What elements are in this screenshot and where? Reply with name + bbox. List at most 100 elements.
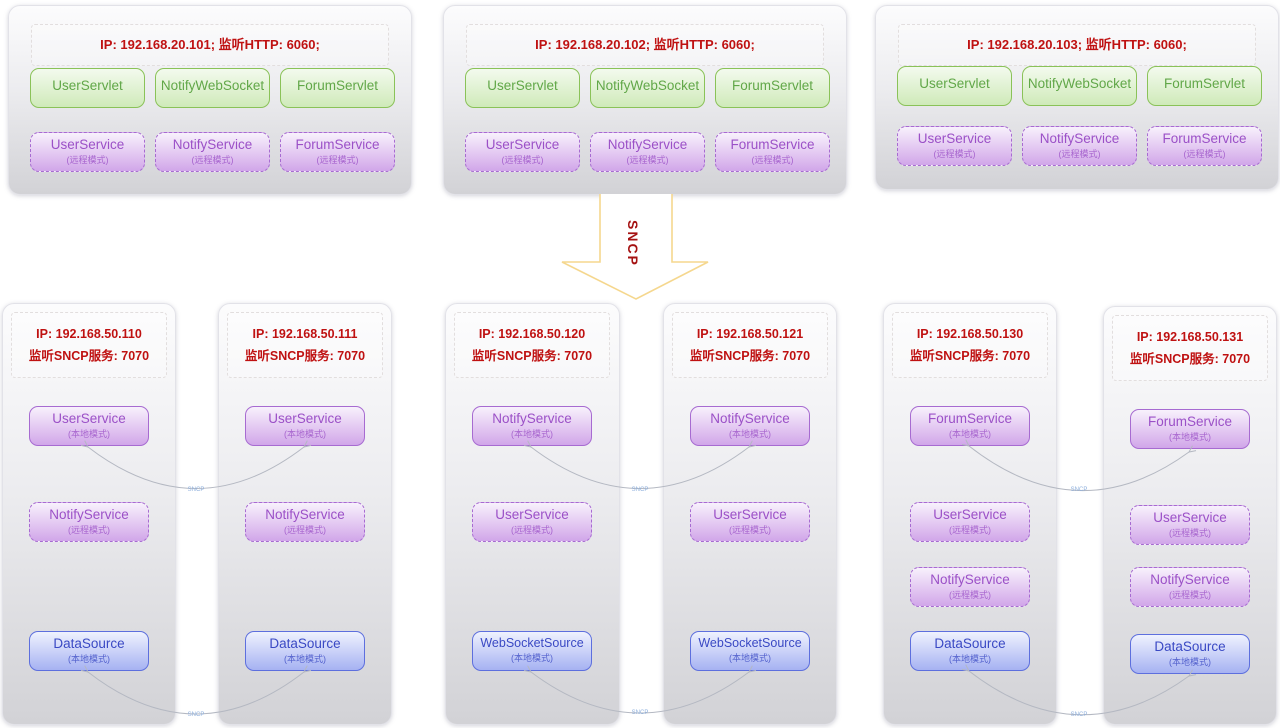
service-mode: (远程模式): [729, 525, 771, 535]
service-mode: (本地模式): [729, 653, 771, 663]
servlet-label: UserServlet: [919, 76, 990, 91]
service-node-local: ForumService(本地模式): [910, 406, 1030, 446]
service-node-remote: NotifyService(远程模式): [155, 132, 270, 172]
service-name: UserService: [933, 507, 1007, 522]
server-ip: IP: 192.168.20.103; 监听HTTP: 6060;: [898, 24, 1256, 66]
server-ip-line1: IP: 192.168.50.111: [252, 326, 358, 341]
http-server-card-101: IP: 192.168.20.101; 监听HTTP: 6060; UserSe…: [8, 5, 412, 195]
service-mode: (本地模式): [68, 429, 110, 439]
service-mode: (远程模式): [1183, 149, 1226, 159]
service-node-remote: NotifyService (远程模式): [590, 132, 705, 172]
servlet-node: ForumServlet: [715, 68, 830, 108]
datasource-node: DataSource(本地模式): [245, 631, 365, 671]
server-ip-line1: IP: 192.168.50.130: [916, 326, 1024, 341]
service-mode: (远程模式): [316, 155, 359, 165]
service-link-label: SNCP: [632, 487, 649, 493]
servlet-label: UserServlet: [487, 78, 558, 93]
http-server-card-103: IP: 192.168.20.103; 监听HTTP: 6060; UserSe…: [875, 5, 1279, 190]
server-ip-line1: IP: 192.168.50.110: [36, 326, 142, 341]
service-link-label: SNCP: [1071, 712, 1088, 718]
service-name: UserService: [268, 411, 342, 426]
service-mode: (本地模式): [284, 429, 326, 439]
service-link-label: SNCP: [632, 710, 649, 716]
service-name: ForumService: [927, 411, 1013, 426]
service-node-remote: UserService (远程模式): [1130, 505, 1250, 545]
servlet-label: UserServlet: [52, 78, 123, 93]
server-ip: IP: 192.168.20.101; 监听HTTP: 6060;: [31, 24, 389, 66]
service-name: DataSource: [1154, 639, 1226, 654]
service-mode: (本地模式): [1169, 657, 1211, 667]
service-name: ForumService: [295, 137, 380, 152]
service-link-label: SNCP: [1071, 487, 1088, 493]
service-node-remote: NotifyService (远程模式): [245, 502, 365, 542]
service-node-remote: UserService(远程模式): [472, 502, 592, 542]
service-node-local: NotifyService (本地模式): [690, 406, 810, 446]
service-name: NotifyService: [265, 507, 345, 522]
service-node-remote: UserService(远程模式): [465, 132, 580, 172]
servlet-label: NotifyWebSocket: [595, 78, 700, 93]
servlet-label: NotifyWebSocket: [160, 78, 265, 93]
service-node-remote: NotifyService(远程模式): [910, 567, 1030, 607]
service-name: NotifyService: [172, 137, 253, 152]
service-name: DataSource: [934, 636, 1006, 651]
http-server-card-102: IP: 192.168.20.102; 监听HTTP: 6060; UserSe…: [443, 5, 847, 195]
service-mode: (远程模式): [626, 155, 669, 165]
sncp-server-card-111: IP: 192.168.50.111 监听SNCP服务: 7070 UserSer…: [218, 303, 392, 725]
datasource-node: DataSource (本地模式): [1130, 634, 1250, 674]
service-node-local: UserService (本地模式): [245, 406, 365, 446]
server-ip-line1: IP: 192.168.50.120: [478, 326, 586, 341]
server-ip-line2: 监听SNCP服务: 7070: [909, 348, 1031, 363]
server-ip-line2: 监听SNCP服务: 7070: [689, 348, 811, 363]
service-name: NotifyService: [710, 411, 790, 426]
service-mode: (远程模式): [68, 525, 110, 535]
service-node-remote: UserService(远程模式): [690, 502, 810, 542]
service-node-remote: ForumService (远程模式): [715, 132, 830, 172]
service-mode: (本地模式): [1169, 432, 1211, 442]
servlet-label: NotifyWebSocket: [1027, 76, 1132, 91]
service-node-remote: UserService(远程模式): [897, 126, 1012, 166]
websocketsource-node: WebSocketSource(本地模式): [690, 631, 810, 671]
sncp-arrow-label: SNCP: [625, 220, 641, 267]
service-mode: (本地模式): [68, 654, 110, 664]
service-mode: (远程模式): [933, 149, 976, 159]
server-ip-line2: 监听SNCP服务: 7070: [244, 348, 366, 363]
service-name: NotifyService: [607, 137, 688, 152]
datasource-node: DataSource(本地模式): [910, 631, 1030, 671]
servlet-label: ForumServlet: [296, 78, 379, 93]
servlet-node: ForumServlet: [1147, 66, 1262, 106]
service-link-label: SNCP: [188, 487, 205, 493]
service-mode: (本地模式): [511, 653, 553, 663]
service-node-local: UserService (本地模式): [29, 406, 149, 446]
servlet-node: NotifyWebSocket: [590, 68, 705, 108]
service-mode: (远程模式): [949, 525, 991, 535]
service-name: DataSource: [53, 636, 125, 651]
websocketsource-node: WebSocketSource(本地模式): [472, 631, 592, 671]
servlet-node: UserServlet: [465, 68, 580, 108]
service-mode: (本地模式): [511, 429, 553, 439]
server-ip: IP: 192.168.50.130 监听SNCP服务: 7070: [892, 312, 1048, 378]
service-mode: (远程模式): [284, 525, 326, 535]
service-name: UserService: [1153, 510, 1227, 525]
service-name: ForumService: [730, 137, 815, 152]
service-node-remote: UserService(远程模式): [30, 132, 145, 172]
service-mode: (远程模式): [751, 155, 794, 165]
service-name: NotifyService: [492, 411, 572, 426]
servlet-label: ForumServlet: [1163, 76, 1246, 91]
service-mode: (远程模式): [1169, 590, 1211, 600]
service-link-label: SNCP: [188, 712, 205, 718]
service-node-remote: UserService (远程模式): [910, 502, 1030, 542]
service-mode: (本地模式): [729, 429, 771, 439]
server-ip: IP: 192.168.20.102; 监听HTTP: 6060;: [466, 24, 824, 66]
service-node-remote: NotifyService(远程模式): [1022, 126, 1137, 166]
service-name: UserService: [52, 411, 126, 426]
service-mode: (远程模式): [1169, 528, 1211, 538]
service-mode: (远程模式): [501, 155, 544, 165]
datasource-node: DataSource (本地模式): [29, 631, 149, 671]
